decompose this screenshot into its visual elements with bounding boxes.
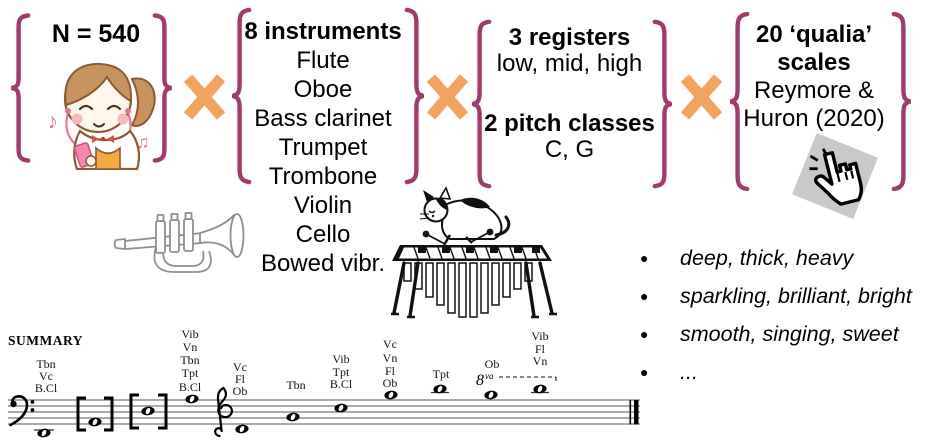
instrument-item: Bass clarinet bbox=[254, 105, 392, 132]
qualia-example: deep, thick, heavy bbox=[680, 246, 854, 270]
curly-brace-left bbox=[231, 7, 252, 185]
multiply-icon bbox=[426, 74, 469, 120]
note-label: B.Cl bbox=[179, 380, 202, 394]
svg-text:♫: ♫ bbox=[136, 132, 150, 152]
note-label: Tbn bbox=[286, 378, 305, 392]
note-label: Vib bbox=[531, 329, 548, 343]
qualia-heading-line: scales bbox=[777, 49, 851, 76]
note-label: Vn bbox=[183, 340, 198, 354]
curly-brace-left bbox=[471, 19, 492, 189]
curly-brace-right bbox=[891, 11, 912, 192]
note-label: Vc bbox=[233, 360, 247, 374]
list-item: ● deep, thick, heavy bbox=[640, 243, 934, 273]
pitch-classes-detail: C, G bbox=[544, 136, 595, 163]
note-label: Vn bbox=[533, 354, 548, 368]
curly-brace-right bbox=[652, 19, 673, 189]
curly-brace-left bbox=[10, 13, 31, 163]
qualia-heading-line: 20 ‘qualia’ bbox=[755, 21, 873, 48]
bullet-icon: ● bbox=[640, 326, 649, 342]
qualia-example: smooth, singing, sweet bbox=[680, 322, 899, 346]
click-cursor-icon bbox=[786, 133, 884, 227]
note-label: Vc bbox=[383, 337, 397, 351]
curly-brace-right bbox=[404, 7, 425, 185]
qualia-scales-block: 20 ‘qualia’ scales Reymore & Huron (2020… bbox=[737, 21, 891, 133]
bass-clef bbox=[9, 395, 35, 427]
note-label: B.Cl bbox=[330, 377, 353, 391]
registers-heading: 3 registers bbox=[508, 24, 631, 51]
note-label: Fl bbox=[235, 372, 246, 386]
trumpet-illustration bbox=[113, 212, 245, 273]
instrument-item: Oboe bbox=[293, 76, 353, 103]
summary-staff: SUMMARY Tbn Vc B.Cl Vib Vn Tbn Tpt B.Cl … bbox=[8, 327, 640, 438]
qualia-examples-list: ● deep, thick, heavy ● sparkling, brilli… bbox=[640, 243, 934, 395]
treble-clef bbox=[214, 386, 233, 438]
instrument-item: Cello bbox=[295, 221, 351, 248]
note-label: Fl bbox=[535, 342, 546, 356]
staff-lines bbox=[8, 399, 640, 425]
list-item: ● smooth, singing, sweet bbox=[640, 319, 934, 349]
instrument-item: Trumpet bbox=[278, 134, 368, 161]
curly-brace-left bbox=[729, 11, 750, 192]
qualia-example: ... bbox=[680, 360, 698, 384]
note-label: Vc bbox=[39, 369, 53, 383]
citation-line: Reymore & bbox=[753, 77, 875, 104]
summary-title: SUMMARY bbox=[8, 333, 83, 348]
note-label: B.Cl bbox=[35, 381, 58, 395]
note-label: Vib bbox=[181, 327, 198, 341]
note-label: Fl bbox=[385, 364, 396, 378]
note-label: Tpt bbox=[433, 367, 450, 381]
cat-vibraphone-illustration bbox=[391, 186, 557, 319]
instruments-heading: 8 instruments bbox=[244, 18, 402, 45]
note-label: Ob bbox=[485, 357, 500, 371]
citation-line: Huron (2020) bbox=[743, 105, 885, 132]
ottava-number: 8 bbox=[476, 372, 484, 389]
note-label: Tpt bbox=[182, 366, 199, 380]
note-label: Ob bbox=[233, 384, 248, 398]
instrument-item: Violin bbox=[293, 192, 353, 219]
whole-notes bbox=[37, 384, 547, 438]
note-label: Vn bbox=[383, 351, 398, 365]
note-label: Tbn bbox=[180, 353, 199, 367]
instrument-item: Trombone bbox=[268, 163, 378, 190]
list-item: ● ... bbox=[640, 357, 934, 387]
list-item: ● sparkling, brilliant, bright bbox=[640, 281, 934, 311]
bullet-icon: ● bbox=[640, 364, 649, 380]
girl-listening-illustration: ♪ ♫ bbox=[46, 62, 156, 170]
bullet-icon: ● bbox=[640, 288, 649, 304]
svg-text:♪: ♪ bbox=[46, 108, 60, 134]
curly-brace-right bbox=[152, 13, 173, 163]
qualia-example: sparkling, brilliant, bright bbox=[680, 284, 912, 308]
note-bracket bbox=[76, 393, 168, 432]
multiply-icon bbox=[680, 74, 723, 120]
instruments-list: 8 instruments Flute Oboe Bass clarinet T… bbox=[243, 17, 403, 278]
note-label: Ob bbox=[383, 376, 398, 390]
final-barline bbox=[629, 400, 639, 425]
note-label: Tpt bbox=[333, 365, 350, 379]
pitch-classes-heading: 2 pitch classes bbox=[484, 110, 655, 137]
instrument-item: Bowed vibr. bbox=[260, 250, 386, 277]
note-label: Tbn bbox=[36, 357, 55, 371]
instrument-item: Flute bbox=[296, 47, 350, 74]
registers-detail: low, mid, high bbox=[496, 50, 643, 77]
bullet-icon: ● bbox=[640, 250, 649, 266]
ottava-dashed-line bbox=[499, 376, 557, 384]
sample-size-label: N = 540 bbox=[51, 20, 141, 48]
conditions-block: 3 registers low, mid, high 2 pitch class… bbox=[482, 25, 657, 163]
multiply-icon bbox=[183, 74, 226, 120]
hand-pointer-icon bbox=[809, 148, 863, 206]
ottava-suffix: va bbox=[485, 371, 494, 381]
note-label: Vib bbox=[332, 352, 349, 366]
